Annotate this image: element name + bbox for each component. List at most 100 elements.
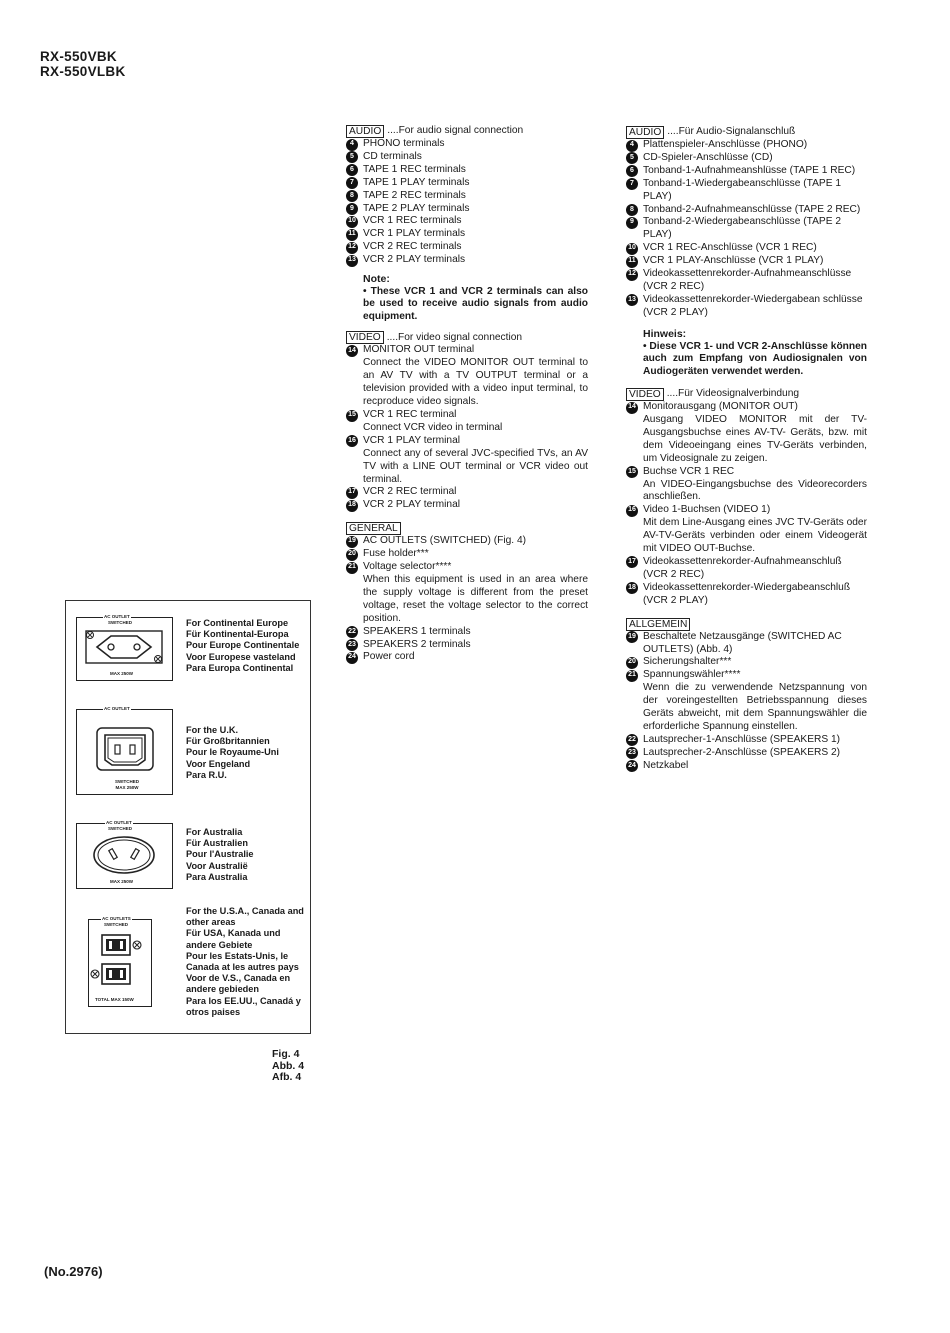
caption-line: Für Australien bbox=[186, 838, 248, 849]
general-label: GENERAL bbox=[346, 522, 401, 536]
item-number-badge: 23 bbox=[626, 747, 638, 760]
list-item: 12 VCR 2 REC terminals bbox=[346, 241, 588, 254]
item-label: VCR 2 REC terminals bbox=[363, 241, 462, 253]
item-number-badge: 7 bbox=[346, 177, 358, 190]
item-number-badge: 12 bbox=[626, 268, 638, 281]
caption-line: Para los EE.UU., Canadá y otros paises bbox=[186, 995, 301, 1017]
item-label: SPEAKERS 1 terminals bbox=[363, 625, 471, 637]
audio-description-de: ....Für Audio-Signalanschluß bbox=[667, 126, 796, 138]
item-label: TAPE 2 PLAY terminals bbox=[363, 202, 470, 214]
item-number-badge: 17 bbox=[346, 486, 358, 499]
caption-line: For Continental Europe bbox=[186, 618, 289, 628]
item-label: Videokassettenrekorder-Aufnahmeanschluß … bbox=[643, 555, 842, 580]
item-label: Spannungswähler**** bbox=[643, 669, 741, 681]
caption-line: Pour Europe Continentale bbox=[186, 640, 300, 651]
model-number-2: RX-550VLBK bbox=[40, 64, 126, 79]
item-label: CD-Spieler-Anschlüsse (CD) bbox=[643, 151, 773, 163]
item-label: VCR 1 PLAY terminal bbox=[363, 434, 461, 446]
item-label: Videokassettenrekorder-Wiedergabeanschlu… bbox=[643, 581, 851, 606]
item-label: Lautsprecher-1-Anschlüsse (SPEAKERS 1) bbox=[643, 733, 841, 745]
item-description: Wenn die zu verwendende Netzspannung von… bbox=[643, 682, 867, 732]
caption-line: Para Europa Continental bbox=[186, 662, 294, 673]
item-number-badge: 19 bbox=[346, 535, 358, 548]
note-title: Note: bbox=[363, 273, 390, 286]
item-label: AC OUTLETS (SWITCHED) (Fig. 4) bbox=[363, 535, 527, 547]
iec-socket-icon bbox=[96, 727, 154, 771]
item-number-badge: 21 bbox=[626, 669, 638, 682]
euro-socket-icon bbox=[85, 630, 163, 664]
item-number-badge: 19 bbox=[626, 631, 638, 644]
item-label: Tonband-2-Aufnahmeanschlüsse (TAPE 2 REC… bbox=[643, 203, 861, 215]
item-label: CD terminals bbox=[363, 150, 422, 162]
caption-line: Para R.U. bbox=[186, 769, 227, 780]
video-label-de: VIDEO bbox=[626, 388, 664, 402]
item-label: TAPE 2 REC terminals bbox=[363, 189, 466, 201]
general-label-de: ALLGEMEIN bbox=[626, 617, 691, 631]
item-number-badge: 9 bbox=[626, 216, 638, 229]
caption-line: Für USA, Kanada und andere Gebiete bbox=[186, 928, 281, 950]
item-number-badge: 6 bbox=[346, 164, 358, 177]
item-number-badge: 24 bbox=[626, 760, 638, 773]
item-number-badge: 11 bbox=[626, 255, 638, 268]
item-label: VCR 1 PLAY terminals bbox=[363, 228, 466, 240]
audio-label: AUDIO bbox=[346, 125, 385, 138]
audio-section-header: AUDIO ....For audio signal connection bbox=[346, 125, 588, 138]
video-label: VIDEO bbox=[346, 331, 384, 345]
item-number-badge: 18 bbox=[626, 582, 638, 595]
audio-description: ....For audio signal connection bbox=[387, 125, 524, 137]
item-label: VCR 1 REC-Anschlüsse (VCR 1 REC) bbox=[643, 242, 817, 254]
list-item: 5 CD-Spieler-Anschlüsse (CD) bbox=[626, 152, 867, 165]
figure-caption-en: Fig. 4 bbox=[272, 1048, 300, 1060]
item-number-badge: 21 bbox=[346, 561, 358, 574]
list-item: 19 AC OUTLETS (SWITCHED) (Fig. 4) bbox=[346, 535, 588, 548]
item-label: Tonband-2-Wiedergabeanschlüsse (TAPE 2 P… bbox=[643, 216, 842, 241]
item-number-badge: 5 bbox=[626, 152, 638, 165]
item-label: VCR 2 PLAY terminal bbox=[363, 499, 461, 511]
item-label: Tonband-1-Wiedergabeanschlüsse (TAPE 1 P… bbox=[643, 177, 842, 202]
item-label: TAPE 1 PLAY terminals bbox=[363, 176, 470, 188]
outlet-label: AC OUTLET bbox=[105, 820, 133, 826]
note-title-de: Hinweis: bbox=[643, 327, 687, 340]
list-item: 5 CD terminals bbox=[346, 151, 588, 164]
item-label: VCR 2 PLAY terminals bbox=[363, 254, 466, 266]
outlet-uk: AC OUTLET SWITCHED MAX 250W bbox=[76, 706, 173, 795]
caption-line: Für Großbritannien bbox=[186, 736, 270, 747]
item-number-badge: 5 bbox=[346, 151, 358, 164]
figure-caption-nl: Afb. 4 bbox=[272, 1071, 302, 1083]
item-number-badge: 14 bbox=[346, 344, 358, 357]
outlet-footer: MAX 250W bbox=[110, 671, 134, 676]
outlet-footer: TOTAL MAX 150W bbox=[95, 997, 134, 1002]
list-item: 18 Videokassettenrekorder-Wiedergabeansch… bbox=[626, 582, 867, 608]
ac-outlet-figure-panel: AC OUTLET SWITCHED MAX 250W AC OUTLET SW… bbox=[65, 600, 311, 1034]
item-description: Connect any of several JVC-specified TVs… bbox=[363, 447, 588, 485]
item-number-badge: 8 bbox=[346, 190, 358, 203]
item-number-badge: 10 bbox=[346, 215, 358, 228]
caption-line: Für Kontinental-Europa bbox=[186, 629, 289, 640]
video-section-header: VIDEO ....For video signal connection bbox=[346, 331, 588, 345]
document-number: (No.2976) bbox=[44, 1264, 103, 1279]
outlet-footer: SWITCHED MAX 250W bbox=[115, 779, 139, 790]
item-description: Ausgang VIDEO MONITOR mit der TV-Ausgang… bbox=[643, 414, 867, 464]
item-number-badge: 12 bbox=[346, 241, 358, 254]
